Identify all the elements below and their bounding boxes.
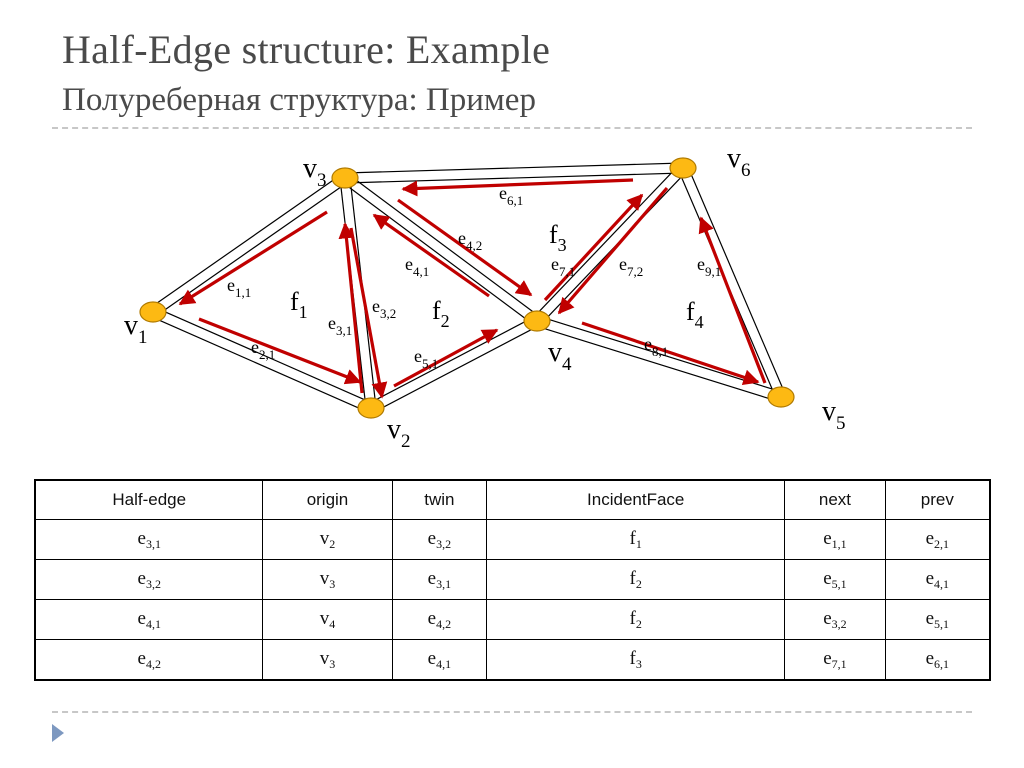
edge-v5-v6 bbox=[687, 165, 787, 396]
table-cell: e3,1 bbox=[391, 559, 488, 600]
face-label-f4: f4 bbox=[686, 297, 704, 332]
top-divider bbox=[52, 127, 972, 129]
half-edge-label-e71: e7,1 bbox=[551, 254, 575, 279]
bottom-divider bbox=[52, 711, 972, 713]
table-cell: e4,1 bbox=[884, 559, 991, 600]
table-cell: e5,1 bbox=[884, 599, 991, 640]
table-header-cell: next bbox=[784, 479, 886, 520]
table-header-cell: IncidentFace bbox=[486, 479, 786, 520]
edge-v4-v5 bbox=[535, 325, 780, 403]
half-edge-label-e61: e6,1 bbox=[499, 183, 523, 208]
edge-v1-v2 bbox=[154, 306, 374, 404]
table-cell: e5,1 bbox=[784, 559, 886, 600]
half-edge-arrow-e21 bbox=[198, 317, 362, 385]
half-edge-label-e81: e8,1 bbox=[644, 334, 668, 359]
half-edge-label-e31: e3,1 bbox=[328, 313, 352, 338]
half-edge-label-e51: e5,1 bbox=[414, 346, 438, 371]
vertex-v3 bbox=[331, 167, 359, 189]
half-edge-arrow-e51 bbox=[393, 328, 499, 388]
vertex-label-v6: v6 bbox=[727, 143, 751, 181]
edge-v2-v4 bbox=[373, 324, 540, 413]
slide-title: Half-Edge structure: Example bbox=[62, 27, 551, 72]
table-cell: e3,1 bbox=[34, 519, 264, 560]
table-cell: e1,1 bbox=[784, 519, 886, 560]
half-edge-diagram: v1 v2 v3 v4 v5 v6 f1 f2 f3 f4 e1,1 e2,1 e3,1 e3,2 e4,1… bbox=[124, 143, 846, 452]
vertex-v2 bbox=[357, 397, 385, 419]
vertex-label-v4: v4 bbox=[548, 337, 572, 375]
vertex-label-v1: v1 bbox=[124, 310, 148, 348]
edge-v1-v2 bbox=[150, 316, 370, 414]
half-edge-label-e42: e4,2 bbox=[458, 228, 482, 253]
slide-subtitle: Полуреберная структура: Пример bbox=[62, 82, 536, 118]
half-edge-arrow-e11 bbox=[178, 210, 328, 306]
table-cell: e4,2 bbox=[391, 599, 488, 640]
half-edge-arrow-e72 bbox=[557, 186, 669, 315]
half-edge-arrow-e31 bbox=[338, 222, 364, 394]
table-cell: f2 bbox=[486, 599, 786, 640]
table-header-cell: origin bbox=[262, 479, 393, 520]
half-edge-arrow-e41 bbox=[372, 213, 490, 298]
half-edge-label-e72: e7,2 bbox=[619, 254, 643, 279]
half-edge-arrow-e71 bbox=[543, 193, 644, 302]
vertex-v6 bbox=[669, 157, 697, 179]
title-block: Half-Edge structure: Example Полуреберна… bbox=[62, 24, 550, 122]
edge-v2-v4 bbox=[368, 316, 535, 405]
half-edge-label-e21: e2,1 bbox=[251, 337, 275, 362]
vertex-v5 bbox=[767, 386, 795, 408]
table-cell: e7,1 bbox=[784, 639, 886, 681]
table-cell: e2,1 bbox=[884, 519, 991, 560]
table-cell: v2 bbox=[262, 519, 393, 560]
table-cell: e3,2 bbox=[34, 559, 264, 600]
edge-v3-v4 bbox=[341, 181, 535, 326]
face-label-f1: f1 bbox=[290, 287, 308, 322]
table-cell: v3 bbox=[262, 559, 393, 600]
half-edge-arrow-e81 bbox=[581, 321, 760, 386]
table-header-cell: twin bbox=[391, 479, 488, 520]
table-header-cell: Half-edge bbox=[34, 479, 264, 520]
table-cell: e4,2 bbox=[34, 639, 264, 681]
table-cell: f3 bbox=[486, 639, 786, 681]
edge-v1-v3 bbox=[155, 181, 349, 317]
half-edge-label-e91: e9,1 bbox=[697, 254, 721, 279]
half-edge-arrow-e42 bbox=[397, 198, 533, 297]
vertex-v1 bbox=[139, 301, 167, 323]
half-edge-label-e32: e3,2 bbox=[372, 296, 396, 321]
table-cell: e3,2 bbox=[784, 599, 886, 640]
half-edge-arrow-e91 bbox=[698, 216, 767, 384]
vertex-label-v5: v5 bbox=[822, 396, 846, 434]
table-cell: f1 bbox=[486, 519, 786, 560]
edge-v3-v4 bbox=[347, 173, 541, 318]
half-edge-arrow-e61 bbox=[401, 178, 634, 197]
triangle-bullet-icon bbox=[52, 724, 64, 742]
vertex-label-v2: v2 bbox=[387, 414, 411, 452]
edge-v4-v6 bbox=[532, 164, 680, 318]
table-cell: f2 bbox=[486, 559, 786, 600]
half-edge-label-e41: e4,1 bbox=[405, 254, 429, 279]
table-cell: e6,1 bbox=[884, 639, 991, 681]
face-label-f2: f2 bbox=[432, 296, 450, 331]
table-cell: v4 bbox=[262, 599, 393, 640]
table-cell: e3,2 bbox=[391, 519, 488, 560]
face-label-f3: f3 bbox=[549, 220, 567, 255]
table-cell: e4,1 bbox=[391, 639, 488, 681]
half-edge-arrow-e32 bbox=[349, 227, 388, 399]
edge-v3-v6 bbox=[344, 162, 683, 174]
table-cell: e4,1 bbox=[34, 599, 264, 640]
vertex-v4 bbox=[523, 310, 551, 332]
vertex-label-v3: v3 bbox=[303, 153, 327, 191]
half-edge-label-e11: e1,1 bbox=[227, 275, 251, 300]
table-header-cell: prev bbox=[884, 479, 991, 520]
edge-v1-v3 bbox=[149, 173, 343, 309]
table-cell: v3 bbox=[262, 639, 393, 681]
